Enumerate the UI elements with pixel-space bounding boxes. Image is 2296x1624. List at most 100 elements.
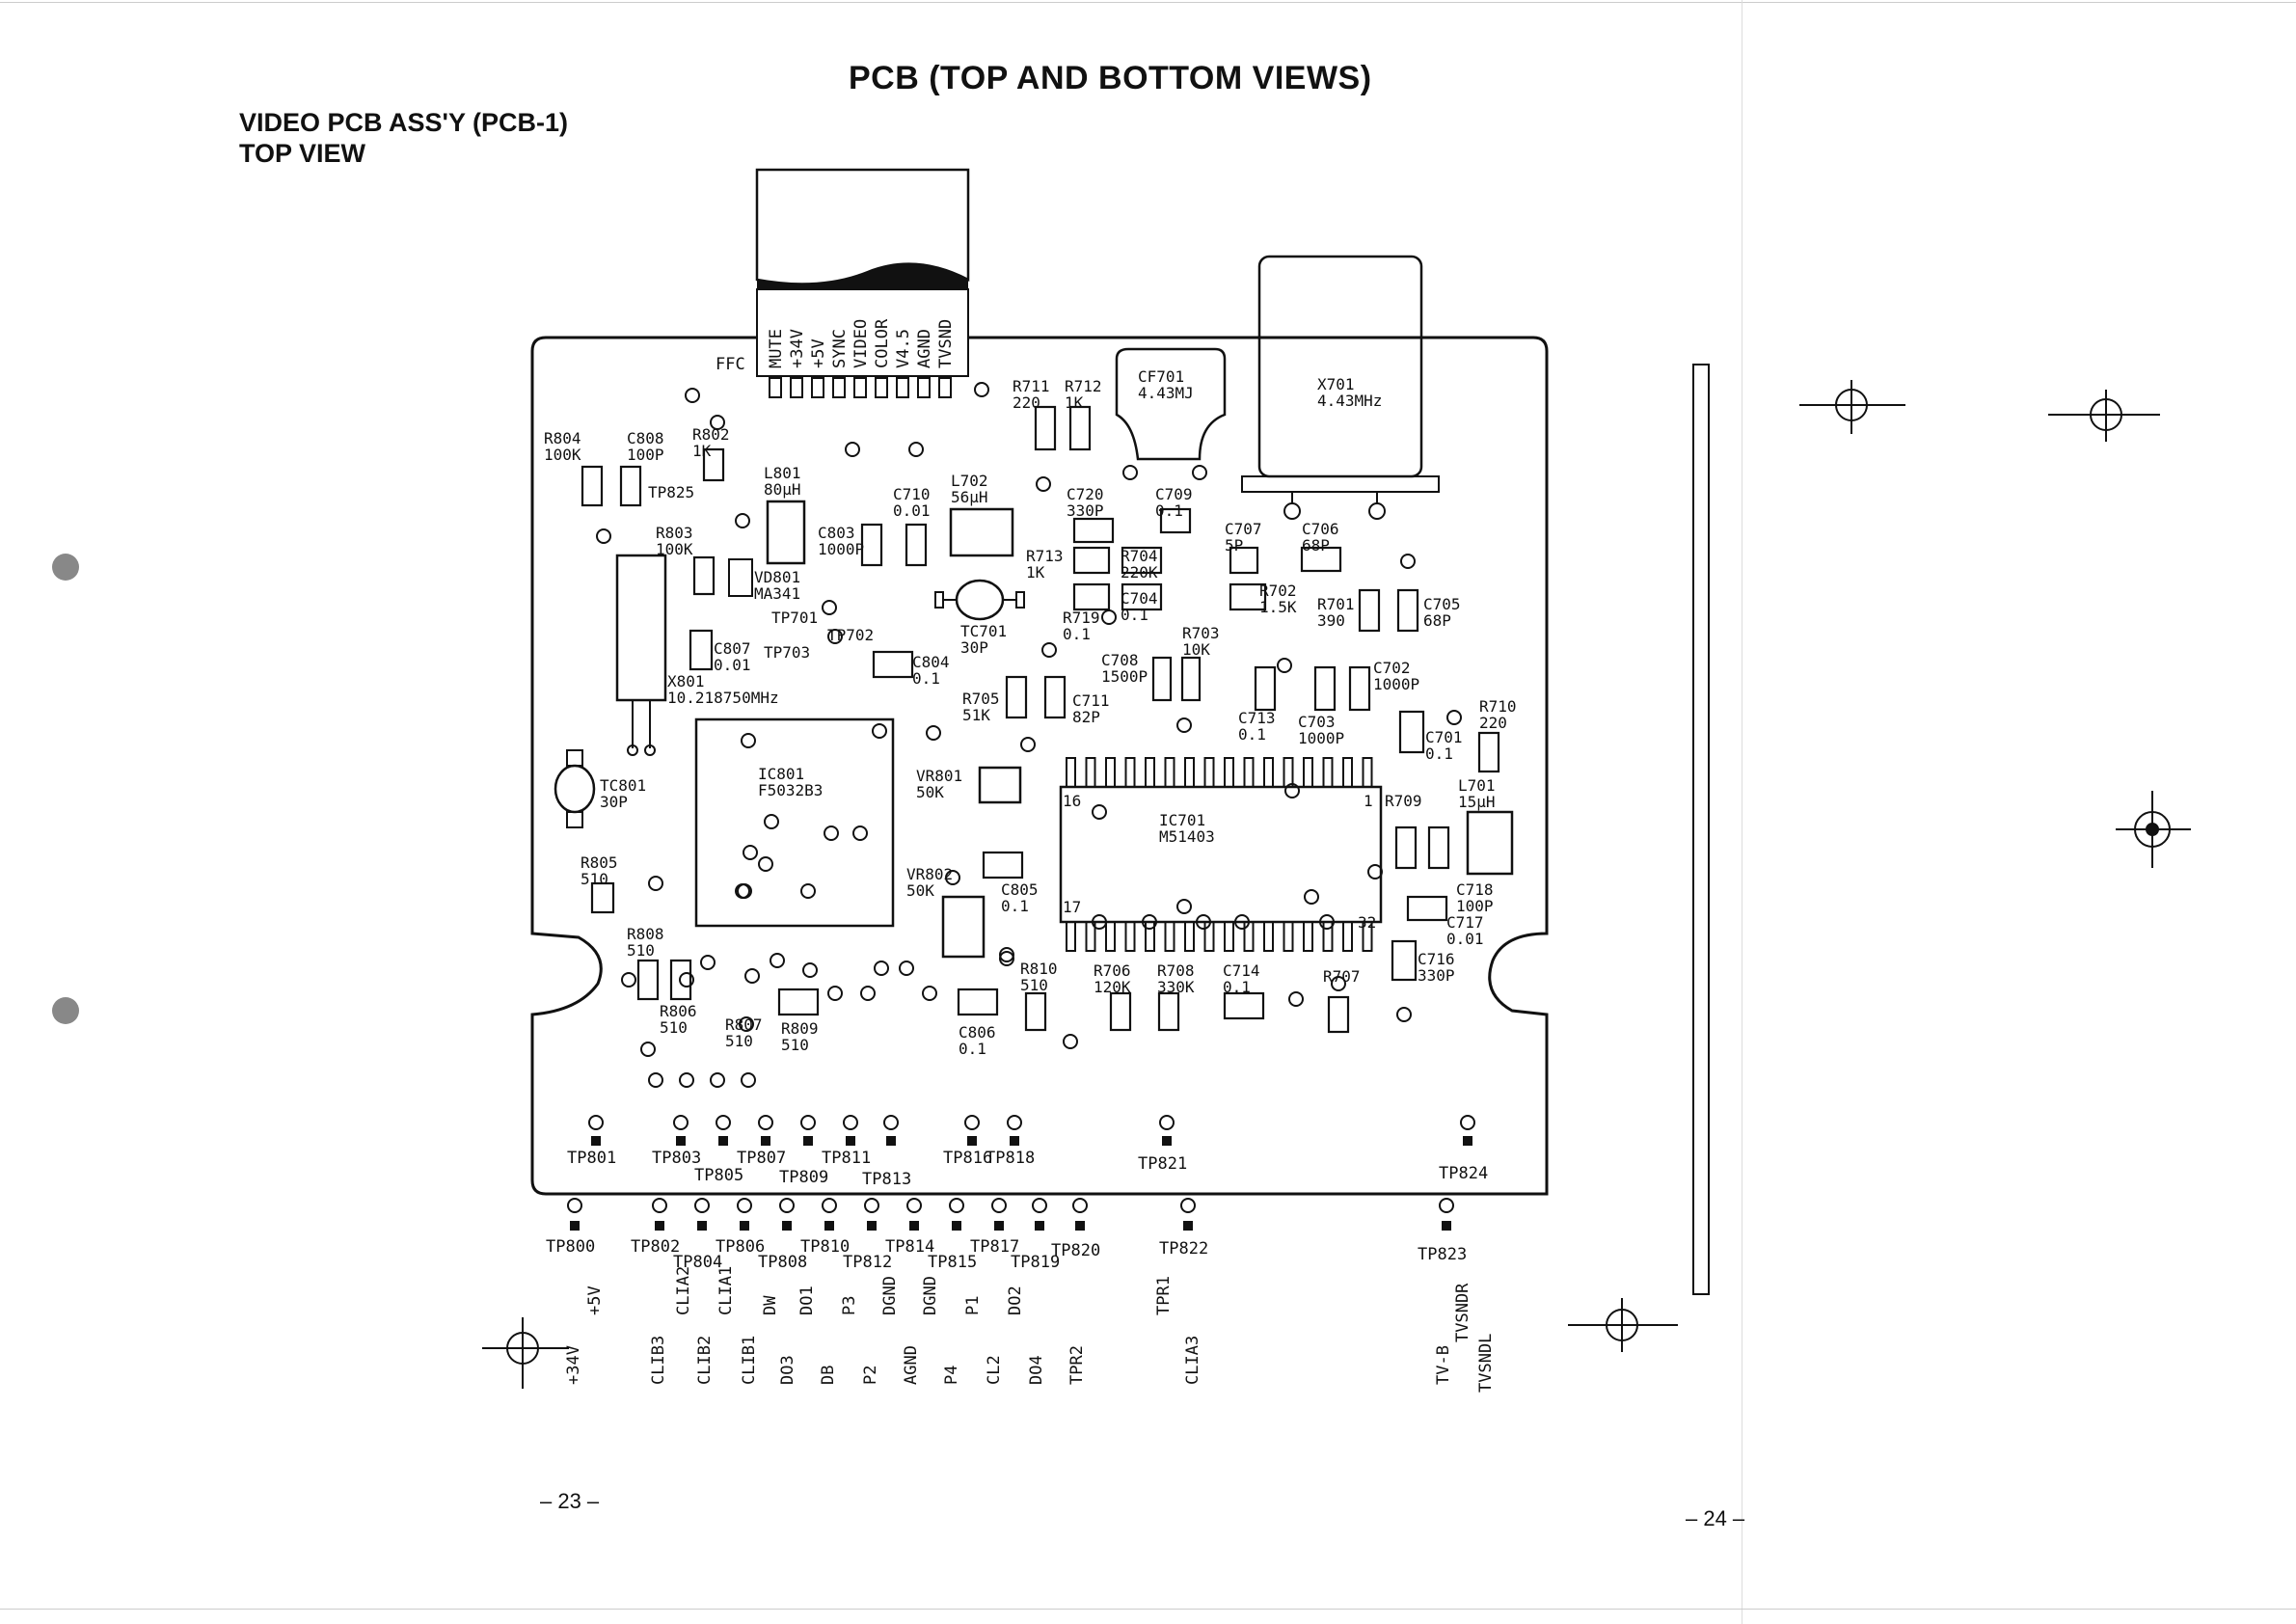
test-point-hole — [906, 1198, 922, 1213]
component-pad — [1024, 991, 1047, 1032]
label-c718: C718 — [1456, 880, 1494, 899]
test-point-hole — [694, 1198, 710, 1213]
component-pad — [1072, 546, 1111, 575]
component-pad — [636, 959, 660, 1001]
via-hole — [1020, 737, 1036, 752]
component-pad — [1072, 582, 1111, 611]
component-pad — [1068, 405, 1092, 451]
edge-pin-label: CLIB1 — [740, 1336, 759, 1385]
label-c703: 1000P — [1298, 729, 1344, 747]
label-c805: 0.1 — [1001, 897, 1029, 915]
component-pad — [1396, 588, 1419, 633]
via-hole — [739, 1016, 754, 1032]
ic-pin — [1145, 757, 1155, 788]
component-pad — [1398, 710, 1425, 754]
label-x701: X701 — [1317, 375, 1355, 393]
label-tc701: TC701 — [960, 622, 1007, 640]
ic-pin — [1203, 757, 1215, 788]
ic-pin — [1085, 921, 1096, 952]
via-hole — [800, 883, 816, 899]
label-r704: 220K — [1121, 563, 1158, 582]
label-r709: R709 — [1385, 792, 1422, 810]
label-vr802: VR802 — [906, 865, 953, 883]
label-r711: R711 — [1013, 377, 1050, 395]
label-l801: 80μH — [764, 480, 801, 499]
via-hole — [621, 972, 636, 988]
edge-pin-label: CLIB3 — [649, 1336, 668, 1385]
via-hole — [710, 1072, 725, 1088]
edge-pin-label: TVSNDL — [1476, 1334, 1496, 1393]
label-c708: C708 — [1101, 651, 1139, 669]
label-c710: 0.01 — [893, 501, 931, 520]
ffc-pin-label: SYNC — [830, 329, 850, 368]
component-pad — [1121, 582, 1163, 611]
label-l701: L701 — [1458, 776, 1496, 795]
pcb-outline — [530, 336, 1549, 1196]
via-hole — [922, 986, 937, 1001]
label-r805: R805 — [581, 853, 618, 872]
ic-pin — [1342, 921, 1353, 952]
ic-pin — [1283, 921, 1294, 952]
test-point-label: TP800 — [546, 1237, 595, 1257]
label-c804: C804 — [912, 653, 950, 671]
top-border-rule — [0, 2, 2296, 3]
view-title: TOP VIEW — [239, 139, 366, 168]
label-c714: 0.1 — [1223, 978, 1251, 996]
test-point-hole — [883, 1115, 899, 1130]
label-x801: 10.218750MHz — [667, 689, 779, 707]
edge-pin-label: P1 — [963, 1296, 983, 1315]
ic-pin — [1224, 757, 1234, 788]
label-c806: C806 — [959, 1023, 996, 1042]
ffc-tooth — [853, 377, 867, 398]
component-pad — [1159, 507, 1192, 534]
label-c711: 82P — [1072, 708, 1100, 726]
via-hole — [827, 629, 843, 644]
ic-pin — [1105, 921, 1116, 952]
test-point-hole — [843, 1115, 858, 1130]
via-hole — [874, 961, 889, 976]
label-c808: 100P — [627, 446, 664, 464]
test-point-label: TP824 — [1439, 1164, 1488, 1183]
via-hole — [852, 826, 868, 841]
test-point-hole — [588, 1115, 604, 1130]
ic-pin — [1184, 921, 1195, 952]
ic-pin — [1105, 757, 1116, 788]
label-r710: R710 — [1479, 697, 1517, 716]
test-point-label: TP805 — [694, 1166, 743, 1185]
test-point-pad — [1075, 1221, 1085, 1231]
via-hole — [1063, 1034, 1078, 1049]
via-hole — [999, 951, 1014, 966]
via-hole — [1092, 804, 1107, 820]
component-pad — [1391, 939, 1418, 982]
label-r708: 330K — [1157, 978, 1195, 996]
test-point-pad — [994, 1221, 1004, 1231]
test-point-pad — [803, 1136, 813, 1146]
label-r719: 0.1 — [1063, 625, 1091, 643]
test-point-pad — [591, 1136, 601, 1146]
label-tp703: TP703 — [764, 643, 810, 662]
via-hole — [802, 962, 818, 978]
label-c713: C713 — [1238, 709, 1276, 727]
via-hole — [764, 814, 779, 829]
ic-pin — [1124, 757, 1136, 788]
test-point-hole — [779, 1198, 795, 1213]
ic-pin — [1164, 921, 1175, 952]
via-hole — [1319, 914, 1335, 930]
label-r809: R809 — [781, 1019, 819, 1038]
edge-pin-label: P3 — [840, 1296, 859, 1315]
test-point-pad — [909, 1221, 919, 1231]
via-hole — [1036, 476, 1051, 492]
label-r804: R804 — [544, 429, 581, 447]
via-hole — [1277, 658, 1292, 673]
test-point-hole — [949, 1198, 964, 1213]
label-r807: 510 — [725, 1032, 753, 1050]
via-hole — [974, 382, 989, 397]
component-pad — [1229, 546, 1259, 575]
label-c717: 0.01 — [1446, 930, 1484, 948]
label-r701: 390 — [1317, 611, 1345, 630]
ffc-pin-label: TVSND — [936, 319, 956, 368]
via-hole — [999, 947, 1014, 962]
test-point-hole — [800, 1115, 816, 1130]
via-hole — [770, 953, 785, 968]
test-point-hole — [567, 1198, 582, 1213]
